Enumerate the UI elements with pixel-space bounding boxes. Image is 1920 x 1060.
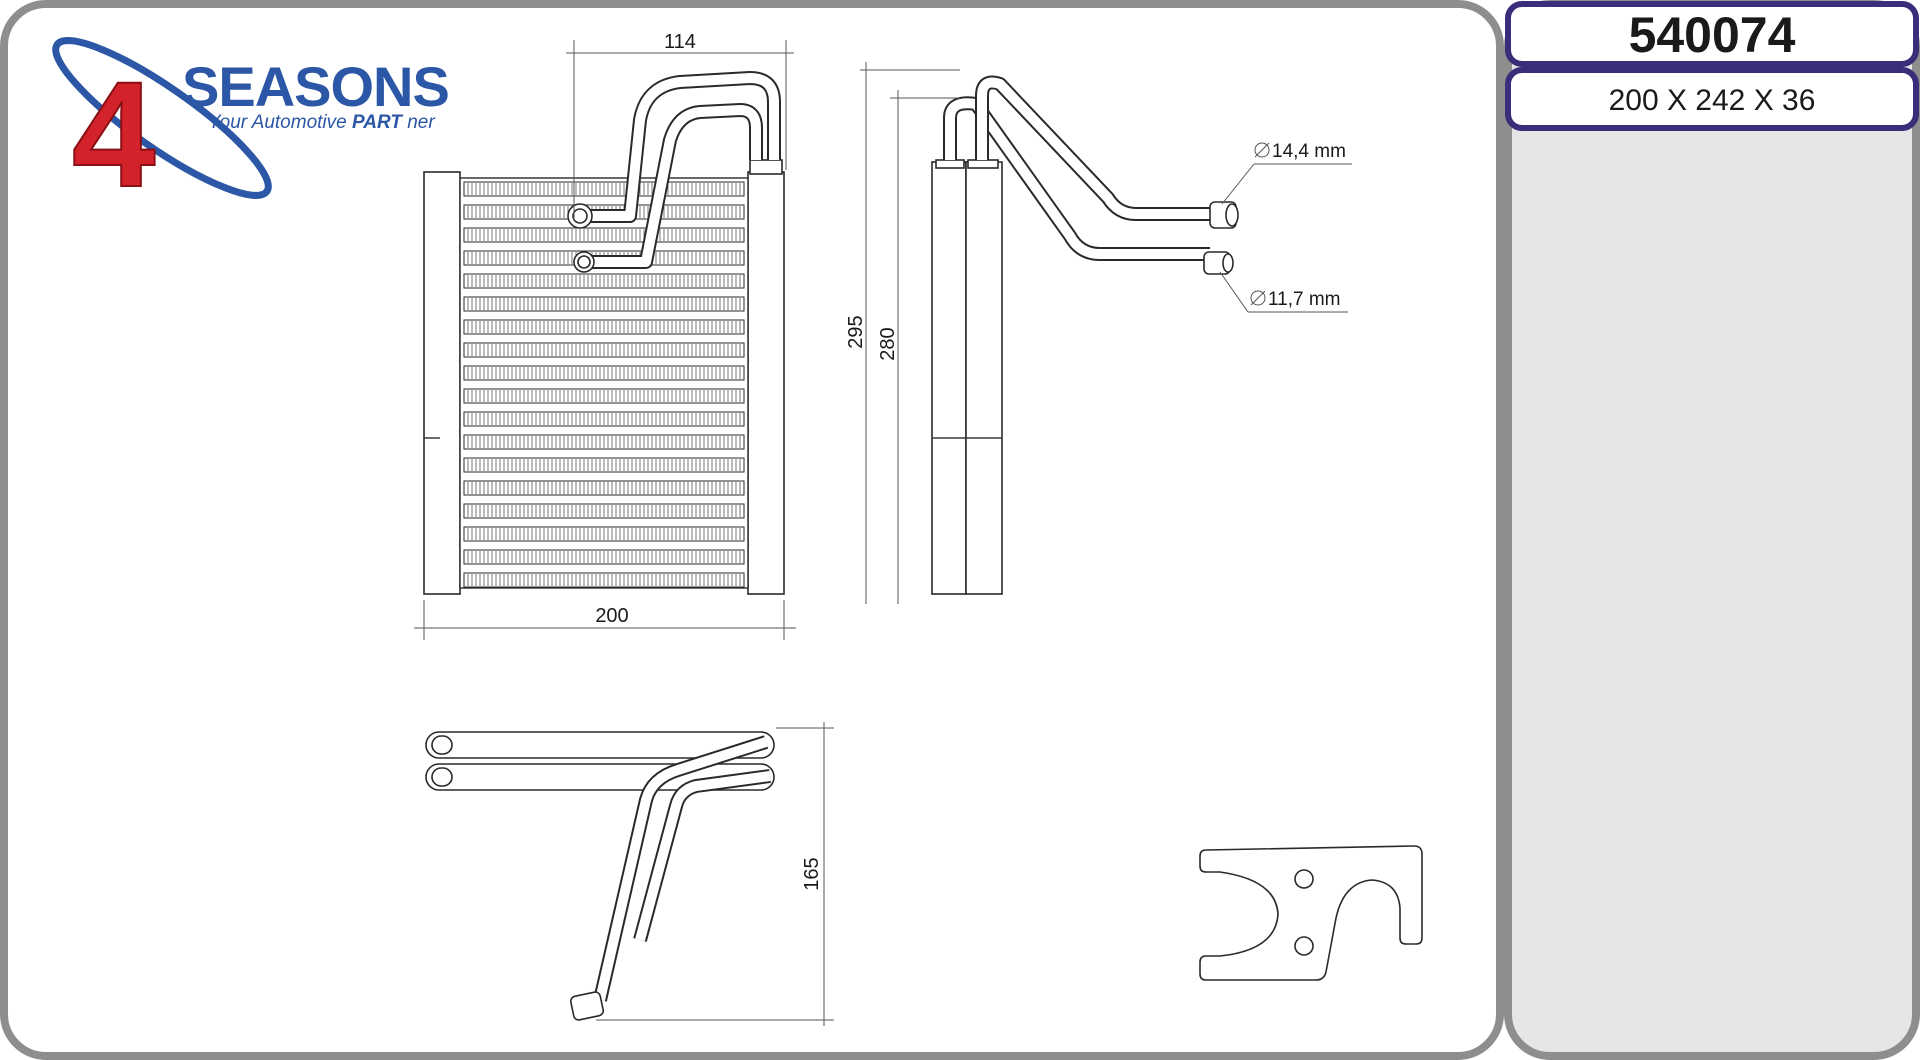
part-number: 540074 — [1629, 7, 1796, 63]
part-number-box — [1505, 1, 1919, 67]
port-large-diameter: 14,4 mm — [1272, 141, 1346, 162]
logo-tagline: Your Automotive PART ner — [208, 112, 435, 133]
front-core — [459, 177, 749, 589]
mounting-bracket — [1199, 845, 1423, 981]
side-view: 295 280 14,4 mm 11,7 mm — [845, 62, 1352, 604]
dim-top-depth: 165 — [801, 857, 823, 890]
dim-front-bottom-width: 200 — [595, 605, 628, 627]
front-right-tank — [747, 171, 785, 595]
logo-orbit-ring — [52, 37, 272, 199]
brand-logo: 4 SEASONS Your Automotive PART ner — [52, 37, 450, 219]
overall-dimensions: 200 X 242 X 36 — [1609, 84, 1816, 117]
bracket-hole-upper — [1294, 869, 1314, 889]
logo-digit: 4 — [72, 50, 155, 218]
core-fins — [463, 181, 745, 588]
front-left-tank — [423, 171, 461, 595]
bracket-hole-lower — [1294, 936, 1314, 956]
port-small-diameter: 11,7 mm — [1268, 289, 1341, 310]
top-view: 165 — [425, 722, 834, 1026]
info-panel-frame — [1504, 0, 1920, 1060]
dim-side-height-outer: 295 — [845, 315, 867, 348]
side-core-left — [931, 161, 967, 595]
logo-tagline-prefix: Your Automotive — [208, 112, 352, 133]
logo-brand-name: SEASONS — [182, 55, 449, 118]
dim-front-top-width: 114 — [664, 31, 696, 53]
dim-side-height-inner: 280 — [877, 327, 899, 360]
side-core-right — [965, 161, 1003, 595]
top-tube-upper — [425, 731, 775, 759]
top-pipe-end — [569, 991, 605, 1021]
bracket-plate — [1199, 845, 1423, 981]
logo-tagline-bold: PART — [352, 112, 403, 133]
front-view: 114 200 — [414, 31, 796, 640]
front-right-cap — [749, 159, 783, 175]
logo-tagline-suffix: ner — [402, 112, 435, 133]
dimensions-box — [1505, 67, 1919, 131]
